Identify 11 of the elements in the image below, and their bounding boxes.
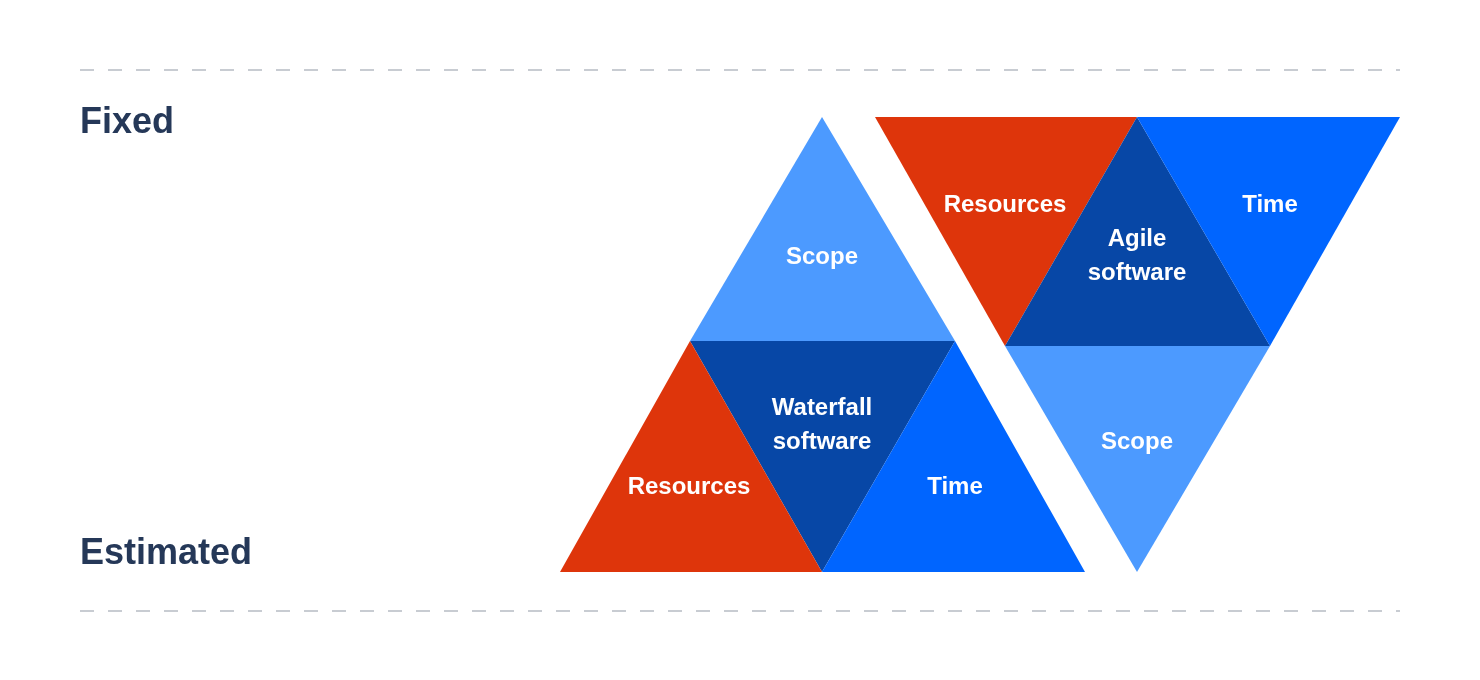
- segment-label: Time: [1241, 189, 1299, 220]
- segment-label: Scope: [1100, 426, 1174, 457]
- row-label: Estimated: [80, 531, 253, 573]
- segment-label: Waterfall software: [770, 392, 874, 456]
- segment-label: Agile software: [1086, 223, 1188, 287]
- triangle-segment: [1005, 346, 1270, 572]
- segment-label: Time: [926, 471, 984, 502]
- segment-label: Scope: [785, 241, 859, 272]
- row-label: Fixed: [80, 100, 175, 142]
- segment-label: Resources: [942, 189, 1068, 220]
- segment-label: Resources: [626, 471, 752, 502]
